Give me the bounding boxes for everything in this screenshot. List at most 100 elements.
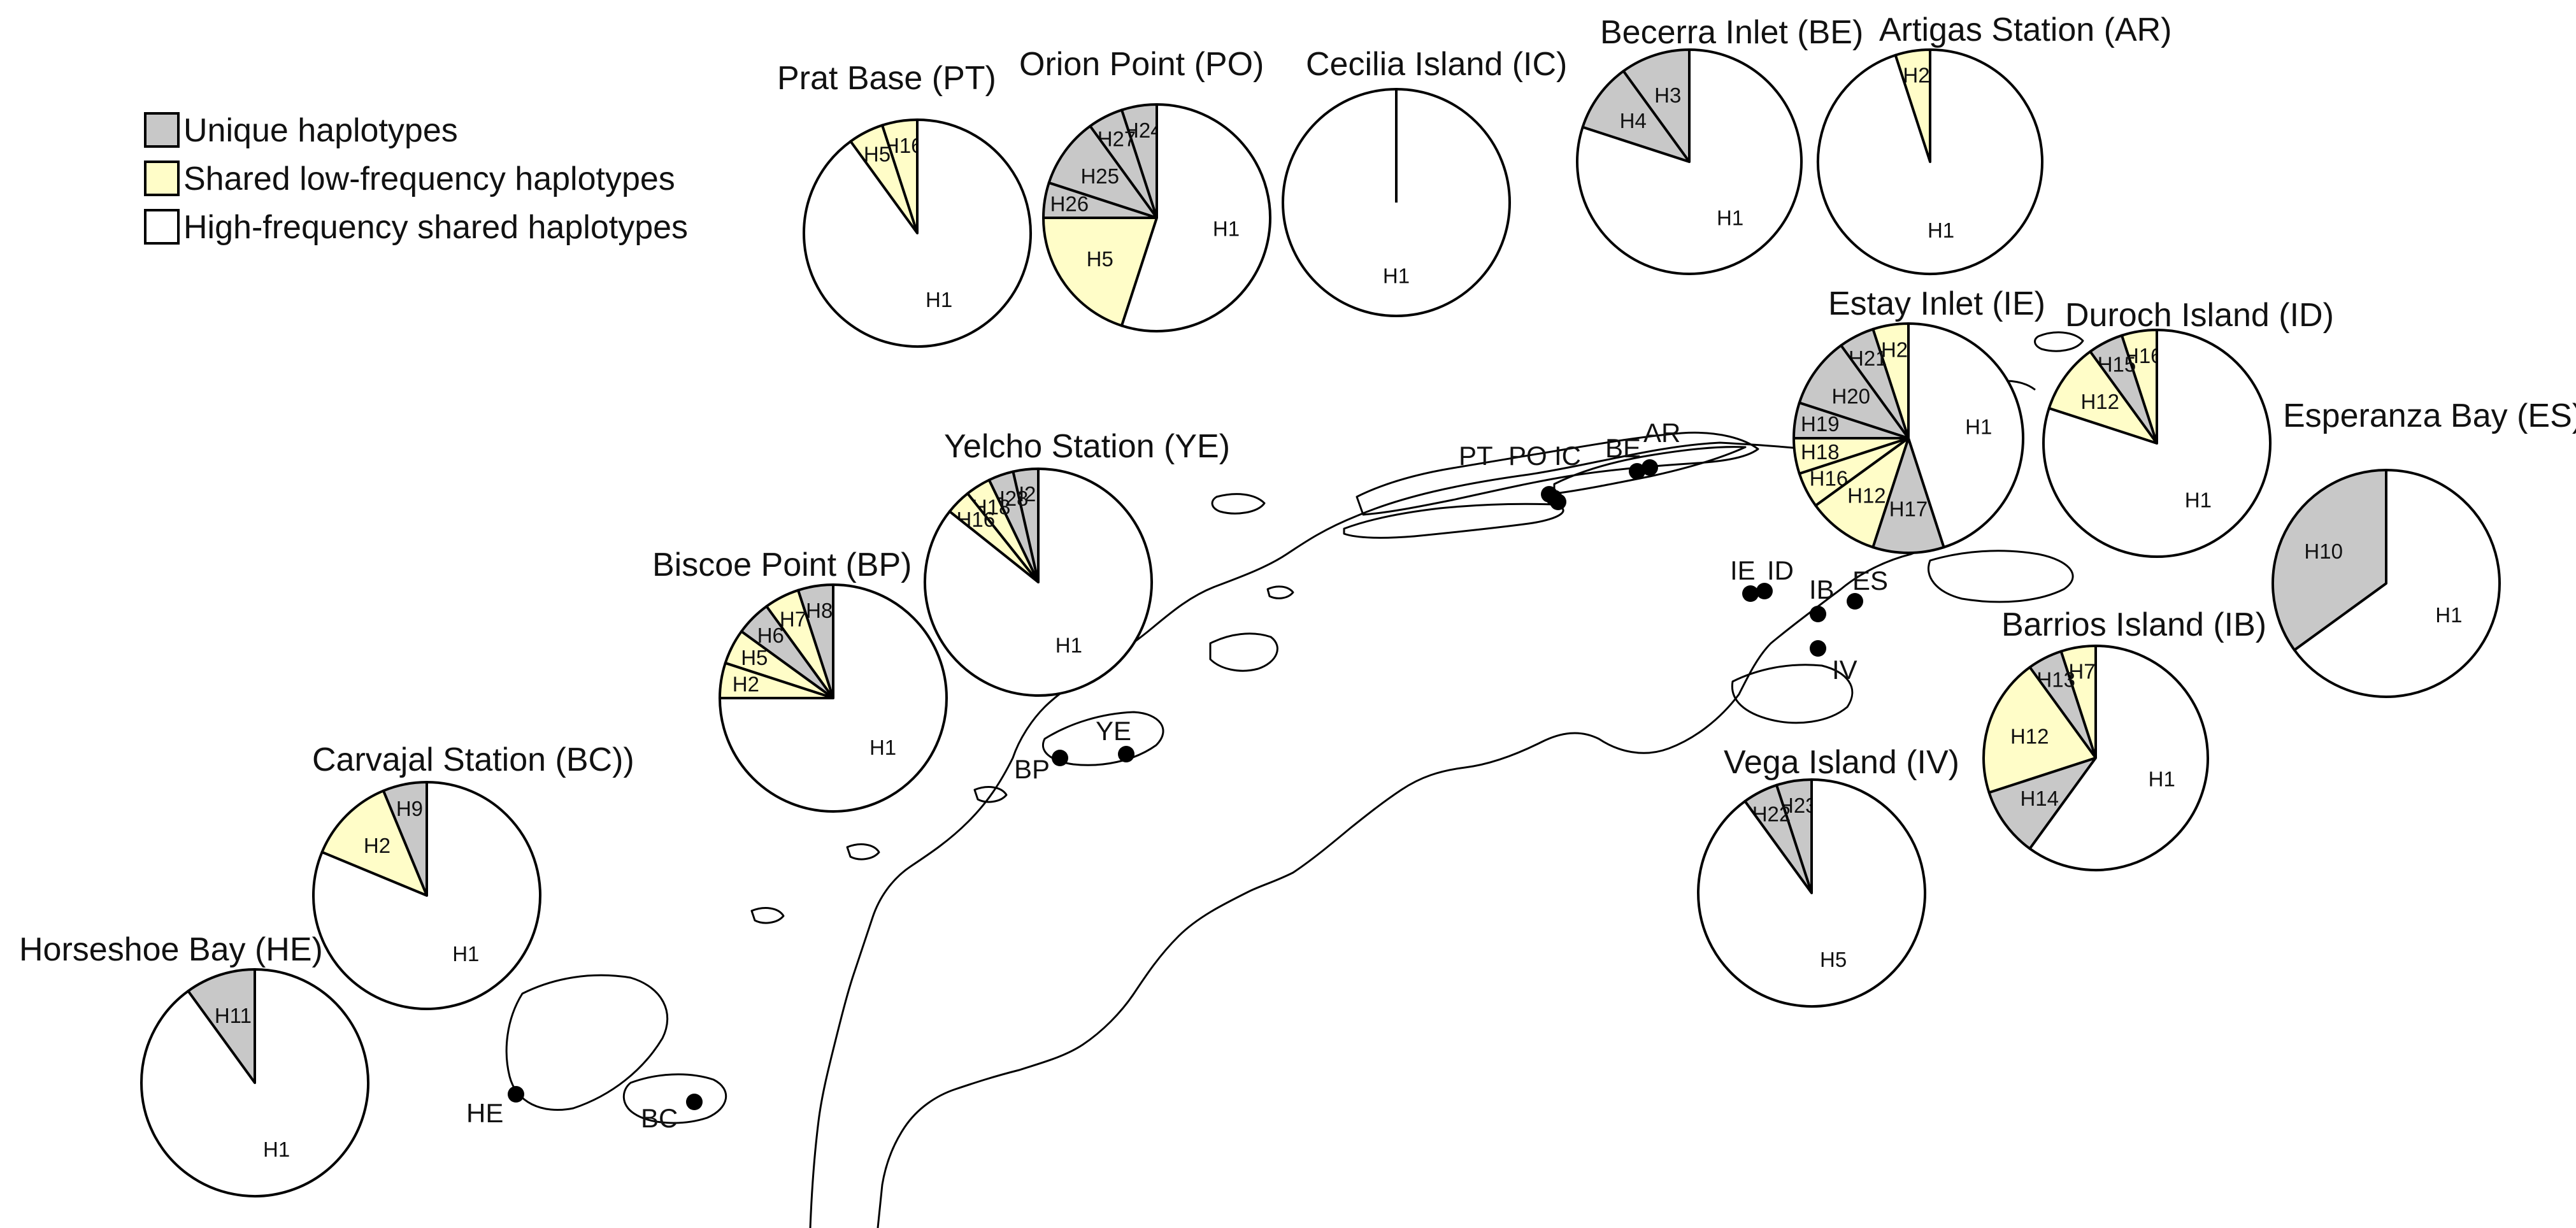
brabant-island	[1209, 632, 1278, 672]
site-label-ie: IE	[1730, 555, 1756, 585]
pie-slice-label: H2	[1903, 63, 1929, 87]
site-label-pt: PT	[1459, 441, 1493, 471]
legend-label: Shared low-frequency haplotypes	[183, 161, 675, 197]
site-label-bc: BC	[641, 1103, 678, 1133]
site-marker-bc	[686, 1094, 703, 1110]
site-marker-es	[1847, 593, 1863, 610]
coastline	[505, 331, 2084, 1228]
pie-slice-label: H1	[2149, 768, 2175, 791]
site-label-bp: BP	[1014, 754, 1050, 784]
pie-slice-label: H1	[2185, 488, 2212, 511]
pie-slice	[1120, 103, 1271, 332]
legend-swatch	[144, 112, 180, 148]
pie-slice	[140, 968, 369, 1197]
pie-slice-label: H2	[364, 834, 390, 857]
legend-swatch	[144, 161, 180, 196]
pie-slice-label: H1	[452, 942, 479, 966]
pie-title: Barrios Island (IB)	[2001, 606, 2266, 643]
pie-slice	[1622, 48, 1691, 163]
pie-slice-label: H1	[1928, 218, 1954, 242]
pie-slice	[2293, 469, 2501, 698]
pie-slice-label: H1	[1383, 264, 1410, 288]
pie-slice-label: H7	[780, 607, 806, 631]
pie-slice-label: H6	[757, 624, 784, 647]
site-label-po: PO	[1508, 441, 1547, 471]
pie-slice-label: H1	[1055, 633, 1082, 657]
king-george-island	[1553, 446, 1747, 495]
pie-title: Prat Base (PT)	[777, 60, 996, 97]
site-label-he: HE	[466, 1098, 503, 1128]
james-ross-island	[1731, 664, 1854, 724]
site-marker-id	[1756, 583, 1773, 599]
pie-title: Orion Point (PO)	[1019, 46, 1264, 83]
pie-slice	[2047, 350, 2158, 445]
pie-slice	[187, 968, 256, 1084]
small-island-4	[846, 843, 880, 860]
pie-slice-label: H5	[1820, 948, 1847, 971]
pie-slice	[2272, 469, 2387, 652]
pie-title: Vega Island (IV)	[1724, 744, 1959, 781]
site-label-ar: AR	[1643, 418, 1680, 448]
pie-title: Estay Inlet (IE)	[1828, 285, 2045, 322]
pie-slice-label: H1	[2435, 603, 2462, 627]
pie-title: Esperanza Bay (ES)	[2283, 397, 2576, 434]
horseshoe-island	[622, 1073, 727, 1124]
pie-slice-label: H5	[741, 646, 768, 669]
pie-slice-label: H5	[1087, 247, 1113, 271]
pie-slice-label: H17	[1889, 497, 1928, 521]
adelaide-island	[505, 974, 669, 1111]
site-marker-bp	[1052, 750, 1068, 766]
pie-title: Biscoe Point (BP)	[652, 546, 912, 583]
pie-title: Duroch Island (ID)	[2065, 297, 2334, 334]
legend-label: Unique haplotypes	[183, 112, 458, 149]
legend-label: High-frequency shared haplotypes	[183, 209, 688, 246]
small-island-5	[750, 907, 785, 924]
pie-slice-label: H9	[396, 797, 423, 820]
pie-slice-label: H1	[1965, 415, 1992, 439]
pie-ie: Estay Inlet (IE)H2H21H20H19H18H16H12H17H…	[1792, 285, 2045, 554]
site-marker-ic	[1550, 494, 1566, 510]
peninsula-west-coast	[809, 515, 1357, 1228]
pie-title: Artigas Station (AR)	[1879, 11, 2172, 48]
pie-title: Yelcho Station (YE)	[944, 428, 1230, 465]
pie-slice-label: H12	[2010, 724, 2049, 748]
pie-slice	[1982, 666, 2097, 794]
pie-slice	[2042, 329, 2272, 558]
pie-slice-label: H1	[1213, 217, 1240, 240]
site-marker-ib	[1810, 606, 1826, 622]
pie-title: Horseshoe Bay (HE)	[19, 931, 323, 968]
pie-slice-label: H20	[1831, 384, 1870, 408]
pie-slice-label: H26	[1050, 192, 1089, 215]
joinville-island	[1927, 550, 2074, 603]
pie-slice	[1047, 124, 1158, 219]
pie-slice-label: H1	[1717, 206, 1743, 229]
pie-slice	[803, 118, 1032, 348]
pie-slice-label: H14	[2020, 787, 2059, 810]
pie-slice-label: H1	[869, 736, 896, 759]
pie-slice-label: H12	[2080, 390, 2119, 413]
legend-swatch	[144, 209, 180, 245]
pie-slice-label: H7	[2068, 659, 2095, 683]
pie-slice	[1871, 437, 1945, 554]
pie-slice-label: H10	[2304, 539, 2343, 563]
south-shetland-islands	[1356, 431, 1759, 516]
pie-slice-label: H4	[1620, 109, 1647, 132]
site-label-iv: IV	[1832, 655, 1857, 685]
site-label-ic: IC	[1554, 441, 1581, 471]
pie-slice-label: H2	[1881, 338, 1908, 361]
pie-slice	[1907, 322, 2024, 549]
pie-slice-label: H1	[926, 288, 952, 311]
pie-slice-label: H19	[1801, 412, 1840, 436]
pie-slice	[320, 789, 428, 897]
